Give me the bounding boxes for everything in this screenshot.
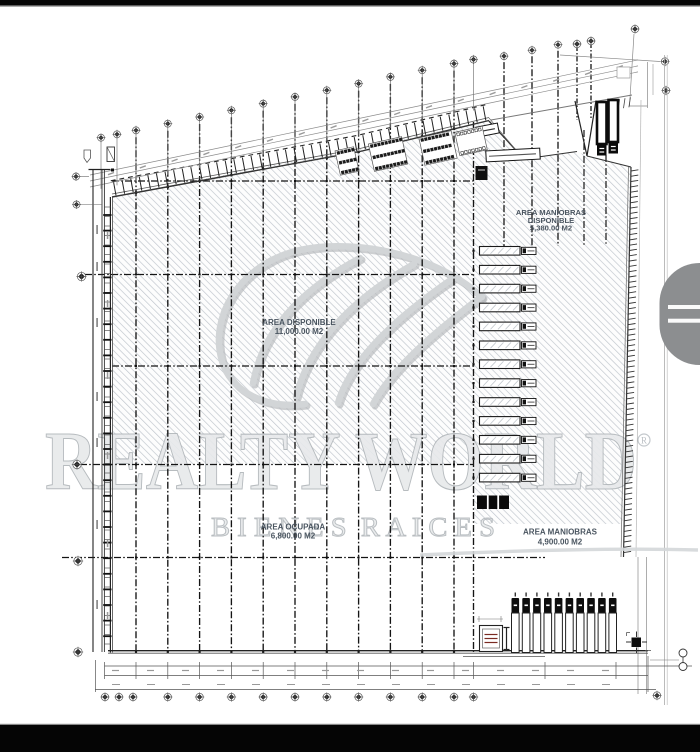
svg-text:R: R bbox=[641, 436, 647, 446]
svg-text:AREA MANIOBRAS: AREA MANIOBRAS bbox=[523, 528, 598, 537]
svg-text:AREA MANIOBRAS: AREA MANIOBRAS bbox=[516, 208, 586, 217]
svg-text:DISPONIBLE: DISPONIBLE bbox=[528, 216, 574, 225]
svg-text:4,900.00 M2: 4,900.00 M2 bbox=[538, 538, 583, 547]
svg-text:5,380.00 M2: 5,380.00 M2 bbox=[530, 224, 572, 233]
svg-text:AREA OCUPADA: AREA OCUPADA bbox=[261, 523, 326, 532]
svg-text:B I E N E S R A I C E S: B I E N E S R A I C E S bbox=[211, 512, 495, 542]
svg-text:6,800.00 M2: 6,800.00 M2 bbox=[271, 532, 316, 541]
svg-text:REALTY WORLD: REALTY WORLD bbox=[45, 415, 637, 508]
svg-text:AREA DISPONIBLE: AREA DISPONIBLE bbox=[262, 318, 336, 327]
svg-text:11,000.00 M2: 11,000.00 M2 bbox=[275, 327, 324, 336]
